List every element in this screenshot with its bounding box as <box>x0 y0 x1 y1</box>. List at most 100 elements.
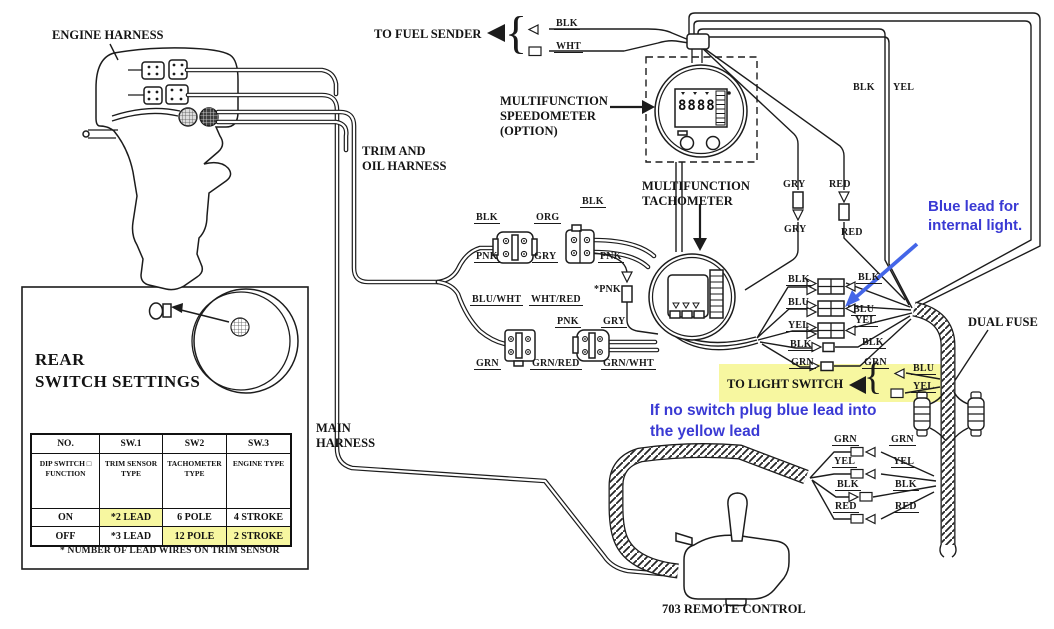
speedometer-label-3: (OPTION) <box>500 124 558 138</box>
wire-label-fuel-wht: WHT <box>554 41 584 53</box>
no-switch-note-1: If no switch plug blue lead into <box>650 402 877 419</box>
wire-label-connD-pnk: PNK <box>555 316 581 328</box>
blue-lead-arrow <box>853 242 919 300</box>
wire-label-connC-grnred: GRN/RED <box>530 358 582 370</box>
inline-fuses <box>621 191 850 303</box>
engine-harness-label: ENGINE HARNESS <box>52 28 164 42</box>
wire-label-connB-blk: BLK <box>580 196 606 208</box>
speedo-button <box>705 135 721 151</box>
light-switch-arrow-icon <box>849 376 866 394</box>
rear-switch-title-1: REAR <box>35 350 85 369</box>
arrows <box>487 24 919 394</box>
fuse-barrel-left <box>913 391 931 437</box>
table-on-no: ON <box>32 509 100 527</box>
wire-label-light-blu: BLU <box>911 363 937 375</box>
table-off-sw2: 12 POLE <box>163 527 227 545</box>
wire-label-tach-grn-r: GRN <box>862 357 889 369</box>
table-header-sw2: SW2 <box>163 435 227 454</box>
connector-C <box>504 329 536 367</box>
remote-control-lever <box>727 492 748 542</box>
to-fuel-sender-label: TO FUEL SENDER <box>374 27 482 41</box>
table-function-sw1: TRIM SENSOR TYPE <box>100 454 163 509</box>
blue-lead-note-1: Blue lead for <box>928 198 1019 215</box>
wire-label-connC-whtred: WHT/RED <box>529 294 583 306</box>
to-light-switch-label: TO LIGHT SWITCH <box>727 377 844 391</box>
wire-label-connB-pnk: PNK <box>598 251 624 263</box>
dual-fuse-cable <box>913 309 985 558</box>
wire-label-connC-grn: GRN <box>474 358 501 370</box>
table-function-no: DIP SWITCH □ FUNCTION <box>32 454 100 509</box>
trim-oil-label-1: TRIM AND <box>362 144 426 158</box>
engine-connectors <box>128 59 219 127</box>
wire-label-tach-blu-l: BLU <box>786 297 812 309</box>
rear-switch-title-2: SWITCH SETTINGS <box>35 372 201 391</box>
wire-label-connC-bluwht: BLU/WHT <box>470 294 524 306</box>
tach-lead-connectors <box>806 278 856 372</box>
table-footnote: * NUMBER OF LEAD WIRES ON TRIM SENSOR <box>60 546 280 556</box>
wire-label-battery-blk: BLK <box>853 82 875 93</box>
harness-connectors <box>492 224 610 367</box>
wire-label-battery-yel: YEL <box>893 82 915 93</box>
wire-label-light-yel: YEL <box>911 381 937 393</box>
table-off-sw3: 2 STROKE <box>227 527 290 545</box>
fuel-brace-glyph: { <box>505 7 528 58</box>
speedo-display-digits: 8888 <box>678 98 716 114</box>
wire-label-rc-grn-l: GRN <box>832 434 859 446</box>
blue-lead-note-2: internal light. <box>928 217 1023 234</box>
wire-label-rc-yel-l: YEL <box>832 456 858 468</box>
fuel-sender-leads <box>528 24 542 57</box>
speedometer-label-2: SPEEDOMETER <box>500 109 596 123</box>
wire-label-connD-gry: GRY <box>601 316 628 328</box>
tachometer-label-2: TACHOMETER <box>642 194 733 208</box>
dual-fuse-label: DUAL FUSE <box>968 315 1038 329</box>
table-function-sw3: ENGINE TYPE <box>227 454 290 509</box>
connector-A <box>492 231 538 264</box>
wire-label-tach-grn-l: GRN <box>789 357 816 369</box>
wire-label-rc-blk-r: BLK <box>893 479 919 491</box>
main-harness-label-1: MAIN <box>316 421 351 435</box>
table-function-sw2: TACHOMETER TYPE <box>163 454 227 509</box>
trim-oil-label-2: OIL HARNESS <box>362 159 447 173</box>
wire-label-gry-bottom: GRY <box>784 224 807 235</box>
multifunction-tachometer <box>648 253 736 341</box>
connector-B <box>565 224 595 264</box>
wire-label-tach-yel-r: YEL <box>853 315 879 327</box>
wire-label-fuse-pnk: *PNK <box>594 284 621 295</box>
dip-switch-detail <box>148 302 164 320</box>
signal-wires <box>109 12 1041 520</box>
wire-label-connA-blk: BLK <box>474 212 500 224</box>
table-header-no: NO. <box>32 435 100 454</box>
table-on-sw1: *2 LEAD <box>100 509 163 527</box>
wire-label-rc-blk-l: BLK <box>835 479 861 491</box>
speedometer-label-1: MULTIFUNCTION <box>500 94 608 108</box>
wire-label-rc-yel-r: YEL <box>891 456 917 468</box>
tiller-arm <box>111 107 181 122</box>
wire-label-rc-red-r: RED <box>893 501 919 513</box>
wire-label-gry-top: GRY <box>783 179 806 190</box>
table-off-sw1: *3 LEAD <box>100 527 163 545</box>
blue-lead-arrowhead-icon <box>845 290 860 307</box>
wire-label-tach-yel-l: YEL <box>786 320 812 332</box>
wire-label-tach-blk2-l: BLK <box>788 339 814 351</box>
wire-label-fuel-blk: BLK <box>554 18 580 30</box>
light-brace-glyph: { <box>864 356 883 398</box>
tachometer-label-1: MULTIFUNCTION <box>642 179 750 193</box>
wire-label-tach-blu-r: BLU <box>851 304 877 316</box>
wire-label-connA-gry: GRY <box>532 251 559 263</box>
no-switch-note-2: the yellow lead <box>650 423 761 440</box>
tachometer-arrow-icon <box>693 238 707 251</box>
wire-label-red-top: RED <box>829 179 851 190</box>
remote-control <box>675 492 790 607</box>
wire-label-rc-red-l: RED <box>833 501 859 513</box>
wire-label-rc-grn-r: GRN <box>889 434 916 446</box>
dip-switch-arrow <box>171 303 183 313</box>
wire-label-tach-blk-r: BLK <box>856 272 882 284</box>
speedometer-arrow-icon <box>642 100 655 114</box>
table-on-sw2: 6 POLE <box>163 509 227 527</box>
table-on-sw3: 4 STROKE <box>227 509 290 527</box>
table-header-sw3: SW.3 <box>227 435 290 454</box>
fuel-sender-arrow-icon <box>487 24 505 42</box>
outboard-engine <box>82 47 239 291</box>
table-off-no: OFF <box>32 527 100 545</box>
